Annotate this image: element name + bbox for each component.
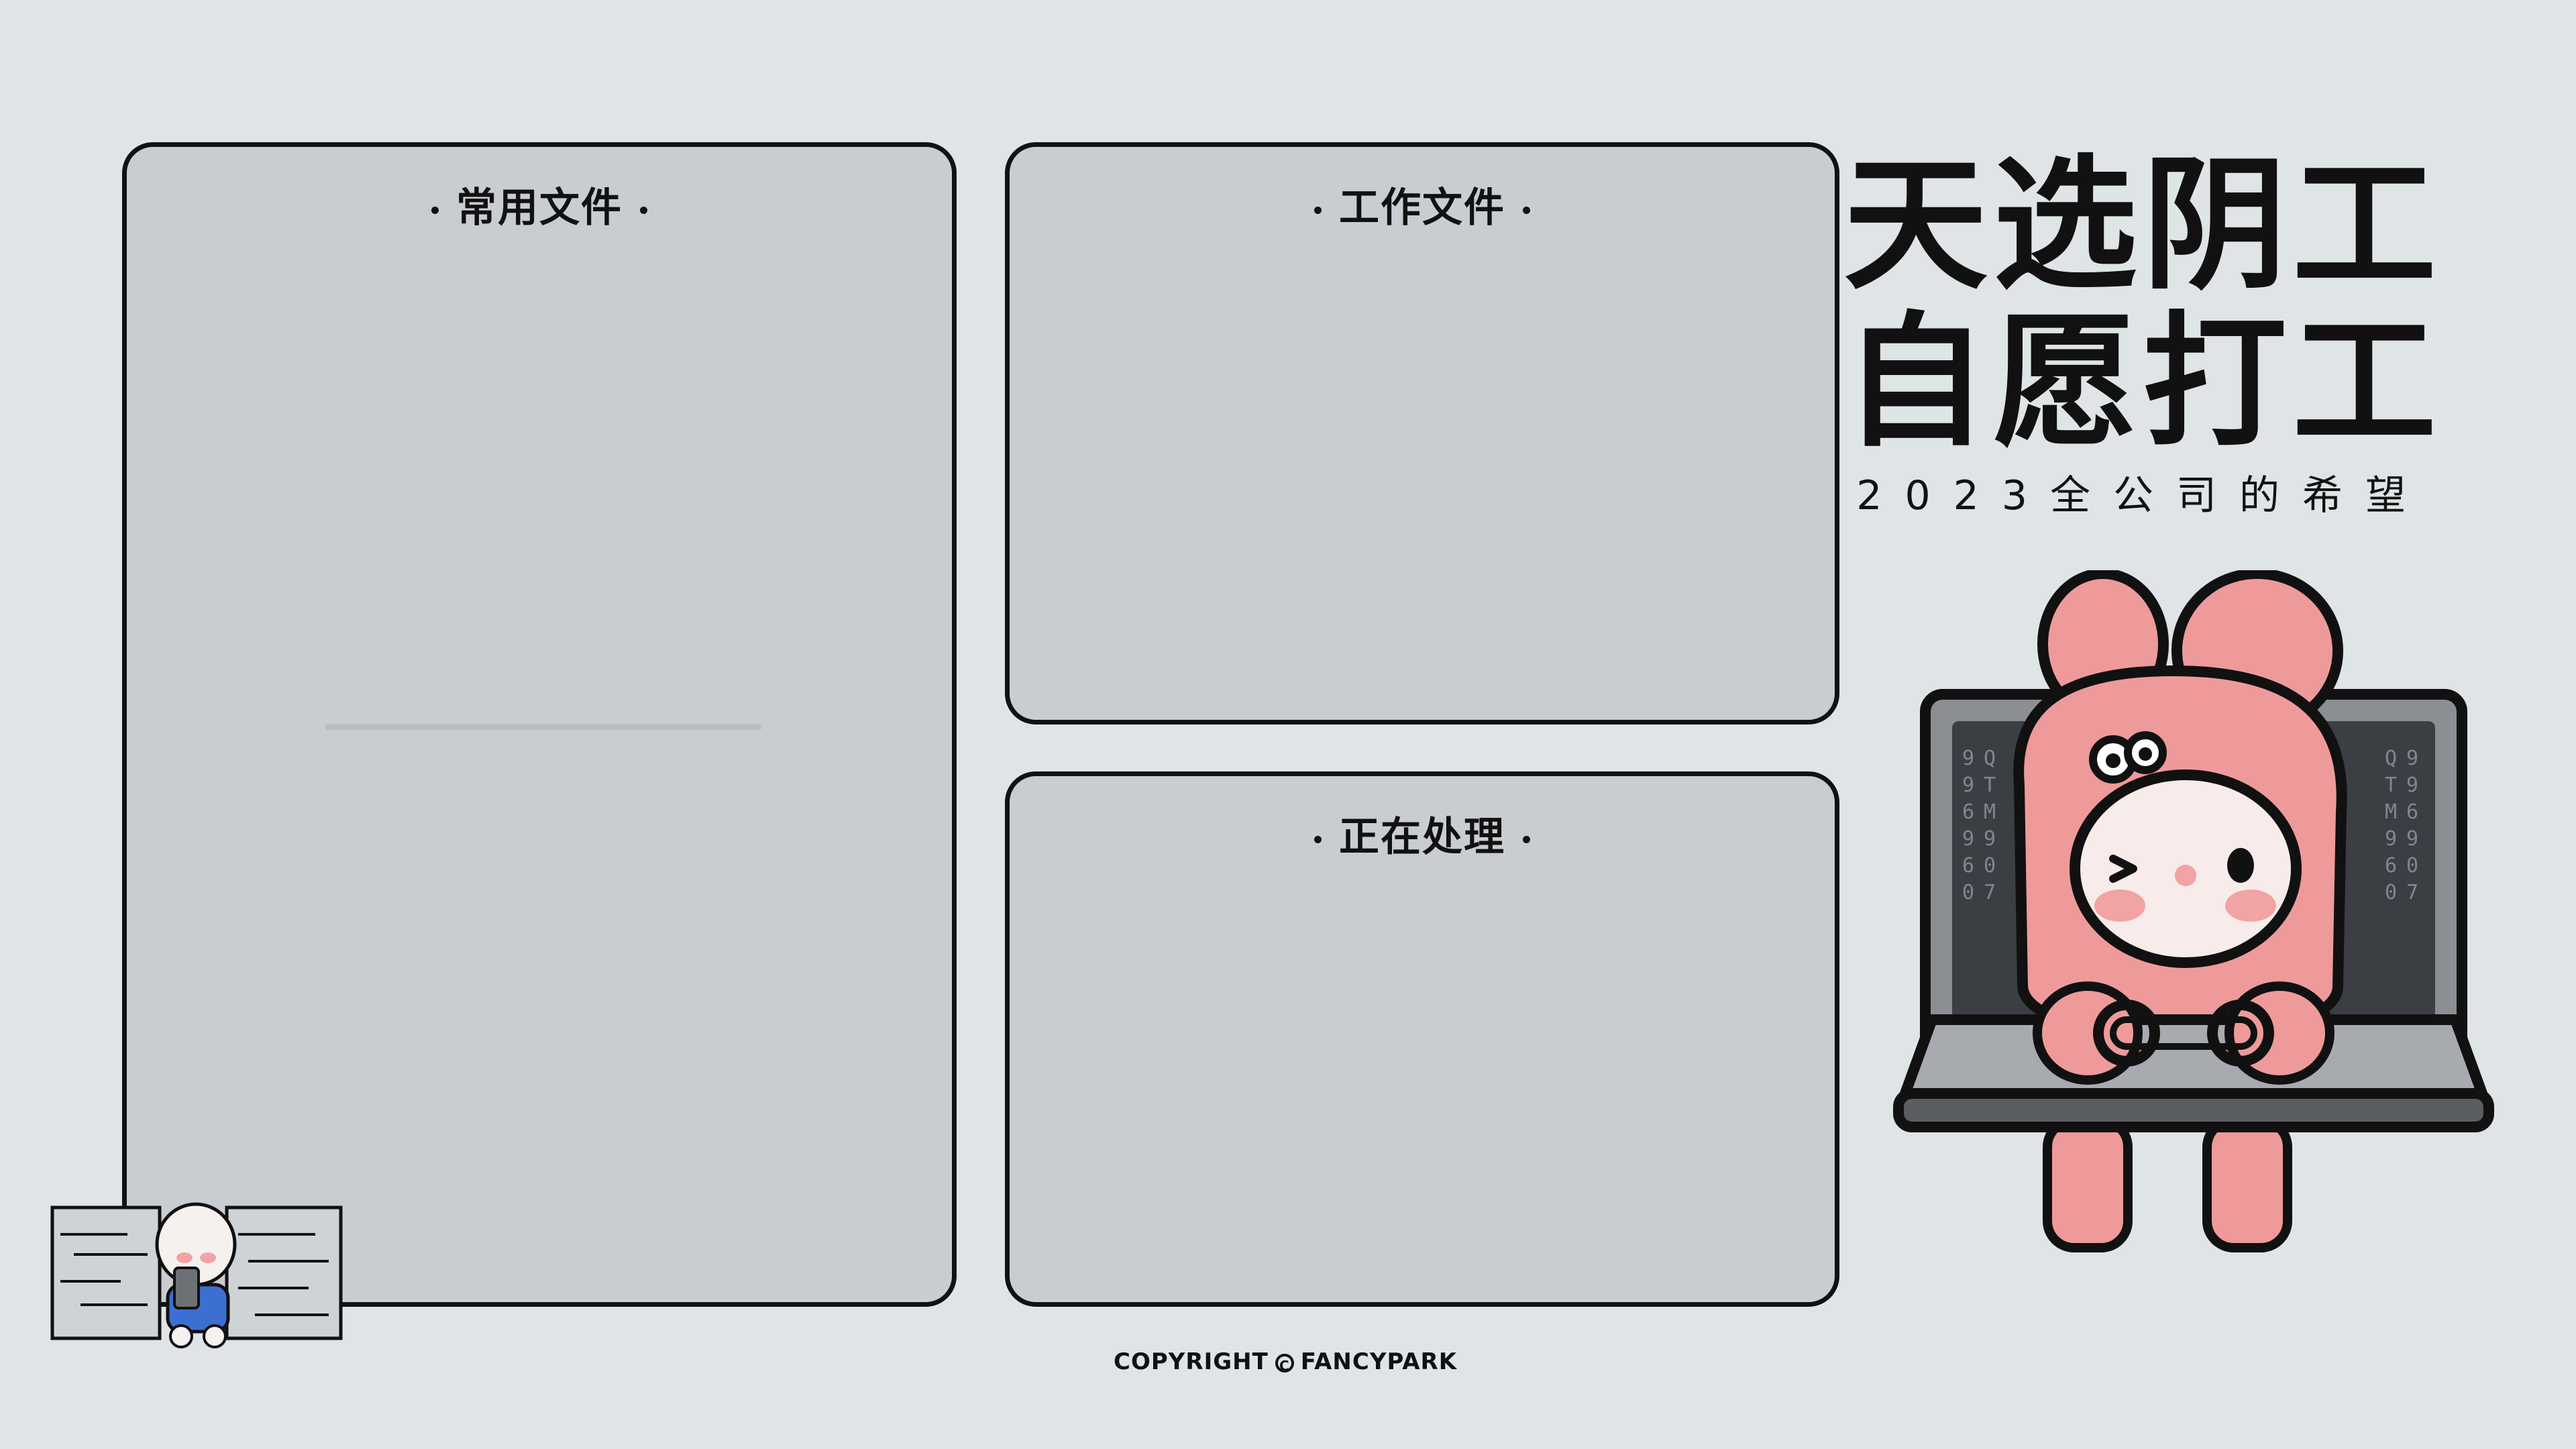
screen-char: 6 (1962, 854, 1974, 877)
title-dot-right (640, 206, 647, 214)
panel-processing: 正在处理 (1005, 771, 1839, 1307)
screen-char: 0 (2406, 854, 2418, 877)
panel-title-processing-text: 正在处理 (1339, 814, 1505, 861)
panel-work-files: 工作文件 (1005, 142, 1839, 724)
title-dot-right (1523, 835, 1530, 843)
screen-char: T (1984, 773, 1996, 797)
slogan-line-1: 天选阴工 (1843, 141, 2442, 309)
panel-title-work: 工作文件 (1010, 175, 1835, 233)
title-dot-right (1523, 206, 1530, 214)
screen-char: Q (2385, 747, 2397, 770)
copyright-prefix: COPYRIGHT (1114, 1348, 1269, 1375)
copyright-brand: FANCYPARK (1300, 1348, 1458, 1375)
title-dot-left (1314, 206, 1322, 214)
panel-title-processing: 正在处理 (1010, 804, 1835, 863)
screen-char: M (2385, 800, 2397, 824)
screen-char: 9 (2406, 827, 2418, 851)
copyright-notice: COPYRIGHT C FANCYPARK (1114, 1348, 1457, 1375)
panel-common-files: 常用文件 (122, 142, 957, 1307)
screen-char: 9 (1962, 827, 1974, 851)
title-dot-left (1314, 835, 1322, 843)
panel-title-common: 常用文件 (127, 175, 952, 233)
slogan-subtitle: 2023全公司的希望 (1856, 472, 2428, 519)
screen-char: 9 (1962, 773, 1974, 797)
screen-char: M (1984, 800, 1996, 824)
screen-char: 7 (1984, 881, 1996, 904)
screen-char: 0 (2385, 881, 2397, 904)
paper-stack-illustration (50, 1202, 343, 1348)
title-dot-left (431, 206, 439, 214)
screen-char: 6 (2385, 854, 2397, 877)
copyright-symbol-icon: C (1275, 1353, 1294, 1374)
screen-char: 0 (1984, 854, 1996, 877)
slogan-line-2: 自愿打工 (1843, 298, 2442, 466)
screen-char: 9 (2406, 773, 2418, 797)
screen-char: 9 (2406, 747, 2418, 770)
panel-divider (325, 724, 762, 730)
screen-char: T (2385, 773, 2397, 797)
screen-char: 0 (1962, 881, 1974, 904)
screen-char: Q (1984, 747, 1996, 770)
screen-char: 9 (1984, 827, 1996, 851)
screen-char: 7 (2406, 881, 2418, 904)
panel-title-work-text: 工作文件 (1339, 184, 1505, 231)
panel-title-common-text: 常用文件 (456, 184, 623, 231)
screen-char: 6 (2406, 800, 2418, 824)
screen-char: 9 (2385, 827, 2397, 851)
screen-char: 9 (1962, 747, 1974, 770)
screen-char: 6 (1962, 800, 1974, 824)
